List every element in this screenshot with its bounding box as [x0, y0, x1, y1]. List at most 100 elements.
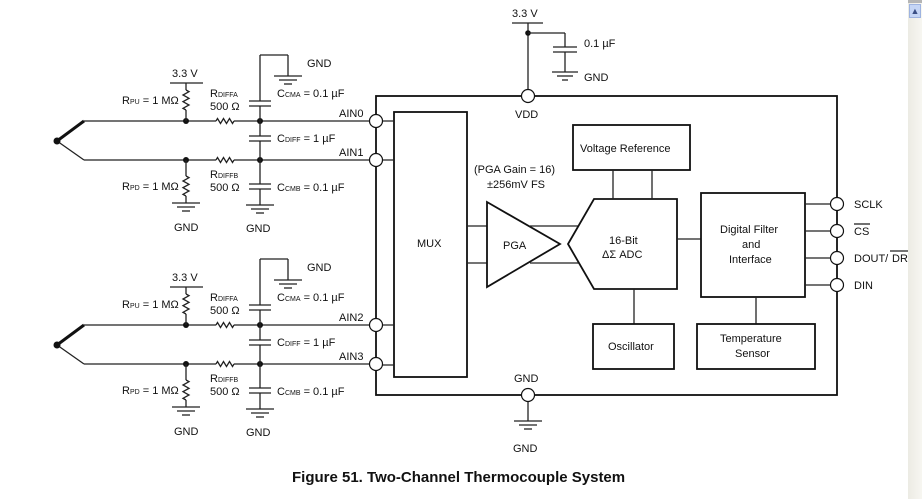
dout-dr-pin [829, 250, 845, 266]
gnd-top-label: GND [307, 58, 332, 70]
rpd-resistor [181, 379, 191, 401]
ccmb-capacitor [249, 387, 271, 394]
digital-label-line3: Interface [729, 254, 772, 266]
rpu-label: RPU = 1 MΩ [122, 299, 179, 311]
vdd-pin [520, 88, 536, 104]
gnd-symbol [274, 279, 302, 289]
ain-pos-label: AIN2 [339, 312, 363, 324]
vdd-pin-label: VDD [515, 109, 538, 121]
temperature-sensor-block [696, 323, 816, 370]
pullup-voltage-label: 3.3 V [172, 68, 198, 80]
gnd-top-label: GND [307, 262, 332, 274]
voltage-reference-block [572, 124, 691, 171]
ain-neg-pin [368, 356, 384, 372]
pga-fs-label: ±256mV FS [487, 179, 545, 191]
rdiffb-label: RDIFFB [210, 373, 239, 385]
vdd-supply: 3.3 V 0.1 µF GND VDD [512, 8, 616, 121]
temperature-label-line1: Temperature [720, 333, 782, 345]
chevron-up-icon: ▲ [910, 5, 920, 16]
cdiff-capacitor [249, 339, 271, 346]
mux-block [393, 111, 468, 378]
cdiff-label: CDIFF = 1 µF [277, 337, 336, 349]
ain-neg-label: AIN3 [339, 351, 363, 363]
ccma-label: CCMA = 0.1 µF [277, 88, 345, 100]
rdiffa-value: 500 Ω [210, 305, 240, 317]
adc-block [566, 198, 678, 290]
cdiff-label: CDIFF = 1 µF [277, 133, 336, 145]
ccmb-capacitor [249, 183, 271, 190]
ccma-label: CCMA = 0.1 µF [277, 292, 345, 304]
ain-pos-pin [368, 317, 384, 333]
channel-0: 3.3 V RPU = 1 MΩ RPD = 1 MΩ GND GND GND RDIFFA… [53, 54, 384, 235]
rpd-label: RPD = 1 MΩ [122, 181, 179, 193]
gnd-left-label: GND [174, 426, 199, 438]
gnd-symbol [246, 204, 274, 214]
gnd-symbol [246, 408, 274, 418]
rdiffb-label: RDIFFB [210, 169, 239, 181]
rdiffa-label: RDIFFA [210, 292, 238, 304]
gnd-symbol [172, 202, 200, 212]
temperature-label-line2: Sensor [735, 348, 770, 360]
pga-block [486, 200, 562, 289]
oscillator-label: Oscillator [608, 341, 654, 353]
gnd-symbol [274, 75, 302, 85]
rdiffa-label: RDIFFA [210, 88, 238, 100]
pga-gain-label: (PGA Gain = 16) [474, 164, 555, 176]
ccmb-label: CCMB = 0.1 µF [277, 182, 345, 194]
adc-label-line2: ΔΣ ADC [602, 249, 642, 261]
ain-pos-pin [368, 113, 384, 129]
oscillator-block [592, 323, 675, 370]
rpu-label: RPU = 1 MΩ [122, 95, 179, 107]
digital-pins: SCLK CS DOUT/ DR DIN [805, 196, 908, 293]
rpd-label: RPD = 1 MΩ [122, 385, 179, 397]
sclk-label: SCLK [854, 199, 883, 211]
gnd-pin-label: GND [514, 373, 539, 385]
vdd-voltage-label: 3.3 V [512, 8, 538, 20]
rpu-resistor [181, 89, 191, 111]
input-channels: 3.3 V RPU = 1 MΩ RPD = 1 MΩ GND GND GND RDIFFA… [53, 54, 384, 439]
ain-neg-pin [368, 152, 384, 168]
ain-pos-label: AIN0 [339, 108, 363, 120]
rpu-resistor [181, 293, 191, 315]
scrollbar-top-edge [908, 0, 922, 3]
gnd-symbol [172, 406, 200, 416]
adc-chip-outline [375, 95, 838, 396]
gnd-bottom-label: GND [513, 443, 538, 455]
gnd-right-label: GND [246, 427, 271, 439]
chip-gnd: GND GND [513, 373, 542, 455]
supply-gnd-label: GND [584, 72, 609, 84]
thermocouple-icon [53, 323, 85, 365]
figure-caption: Figure 51. Two-Channel Thermocouple Syst… [292, 469, 625, 486]
channel-1: 3.3 V RPU = 1 MΩ RPD = 1 MΩ GND GND GND RDIFFA… [53, 258, 384, 439]
cs-label: CS [854, 226, 869, 238]
ccmb-label: CCMB = 0.1 µF [277, 386, 345, 398]
ccma-capacitor [249, 304, 271, 311]
digital-label-line1: Digital Filter [720, 224, 778, 236]
ain-neg-label: AIN1 [339, 147, 363, 159]
ccma-capacitor [249, 100, 271, 107]
sclk-pin [829, 196, 845, 212]
dr-label: DR [892, 253, 908, 265]
pga-label: PGA [503, 240, 527, 252]
scroll-up-button[interactable]: ▲ [909, 4, 921, 18]
din-pin [829, 277, 845, 293]
vertical-scrollbar[interactable] [908, 0, 922, 499]
dout-label: DOUT/ [854, 253, 889, 265]
gnd-right-label: GND [246, 223, 271, 235]
rdiffb-resistor [215, 156, 235, 164]
din-label: DIN [854, 280, 873, 292]
cdiff-capacitor [249, 135, 271, 142]
gnd-left-label: GND [174, 222, 199, 234]
rdiffb-resistor [215, 360, 235, 368]
adc-label-line1: 16-Bit [609, 235, 638, 247]
rdiffa-value: 500 Ω [210, 101, 240, 113]
rdiffb-value: 500 Ω [210, 386, 240, 398]
cs-pin [829, 223, 845, 239]
pullup-voltage-label: 3.3 V [172, 272, 198, 284]
decoupling-cap-label: 0.1 µF [584, 38, 616, 50]
digital-filter-block [700, 192, 806, 298]
gnd-pin [520, 387, 536, 403]
thermocouple-icon [53, 119, 85, 161]
mux-label: MUX [417, 238, 442, 250]
